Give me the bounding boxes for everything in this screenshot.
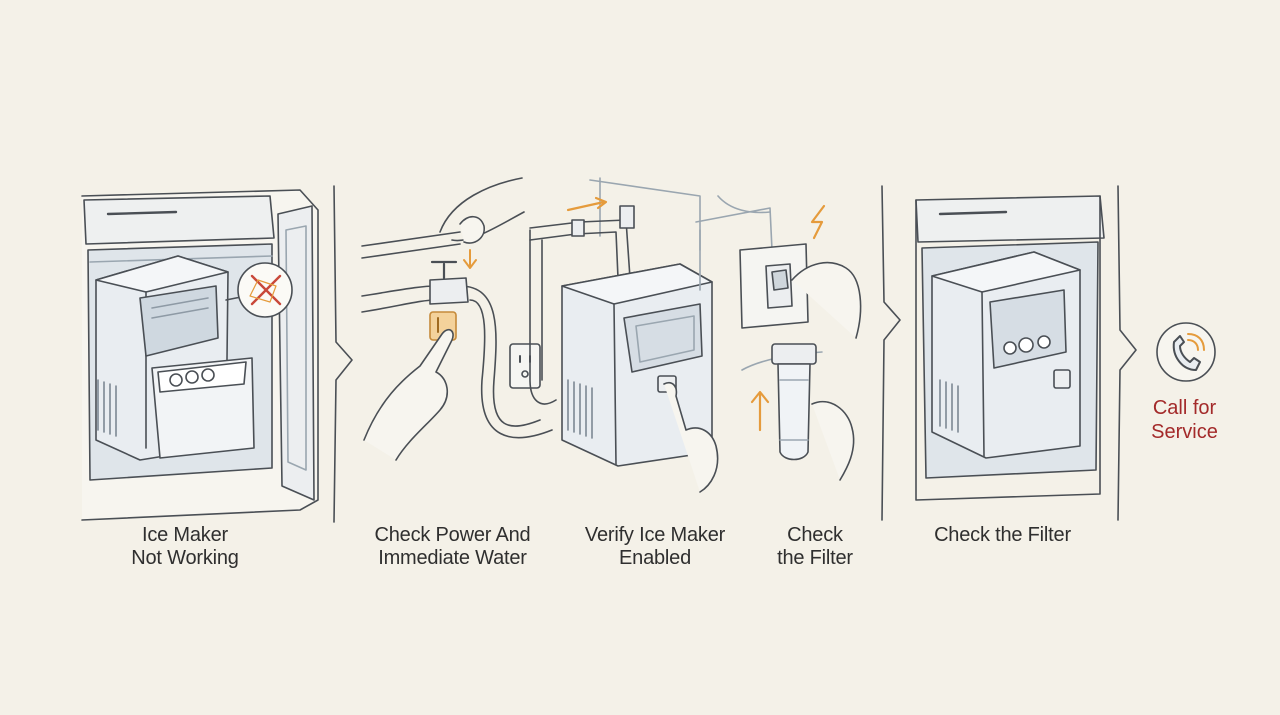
phone-icon bbox=[1172, 333, 1205, 371]
panel-ice-maker-not-working bbox=[81, 189, 319, 521]
call-for-service-section bbox=[1156, 322, 1216, 382]
panel-check-power-and-water bbox=[361, 177, 553, 461]
caption-line: Check the Filter bbox=[934, 524, 1071, 546]
panel-check-filter-inline bbox=[695, 195, 862, 481]
caption-line: Immediate Water bbox=[378, 547, 527, 569]
caption-line: Verify Ice Maker bbox=[584, 524, 726, 546]
caption-line: the Filter bbox=[777, 547, 853, 569]
caption-line: Ice Maker bbox=[141, 524, 228, 546]
water-filter-icon bbox=[741, 343, 823, 461]
chevron-right-icon bbox=[333, 185, 353, 523]
lightning-icon bbox=[810, 204, 826, 240]
chevron-right-icon bbox=[1117, 185, 1137, 521]
power-outlet-icon bbox=[509, 343, 541, 389]
chevron-right-icon bbox=[881, 185, 901, 521]
phone-badge bbox=[1156, 322, 1216, 382]
caption-line: Check Power And bbox=[374, 524, 531, 546]
step-caption-check-filter-inline: Check the Filter bbox=[755, 524, 875, 570]
step-caption-check-power-water: Check Power And Immediate Water bbox=[355, 524, 550, 570]
step-caption-ice-maker-not-working: Ice Maker Not Working bbox=[90, 524, 280, 570]
panel-verify-ice-maker-enabled bbox=[529, 177, 719, 493]
service-line: Call for bbox=[1152, 397, 1217, 419]
step-caption-verify-enabled: Verify Ice Maker Enabled bbox=[565, 524, 745, 570]
power-switch-icon bbox=[739, 243, 809, 329]
caption-line: Enabled bbox=[619, 547, 691, 569]
caption-line: Not Working bbox=[131, 547, 239, 569]
panel-check-the-filter bbox=[915, 195, 1105, 501]
service-line: Service bbox=[1151, 421, 1218, 443]
step-caption-check-the-filter: Check the Filter bbox=[915, 524, 1090, 547]
water-valve-icon bbox=[429, 260, 469, 305]
caption-line: Check bbox=[787, 524, 843, 546]
x-mark-icon bbox=[250, 274, 282, 306]
call-for-service-label: Call for Service bbox=[1127, 396, 1242, 444]
